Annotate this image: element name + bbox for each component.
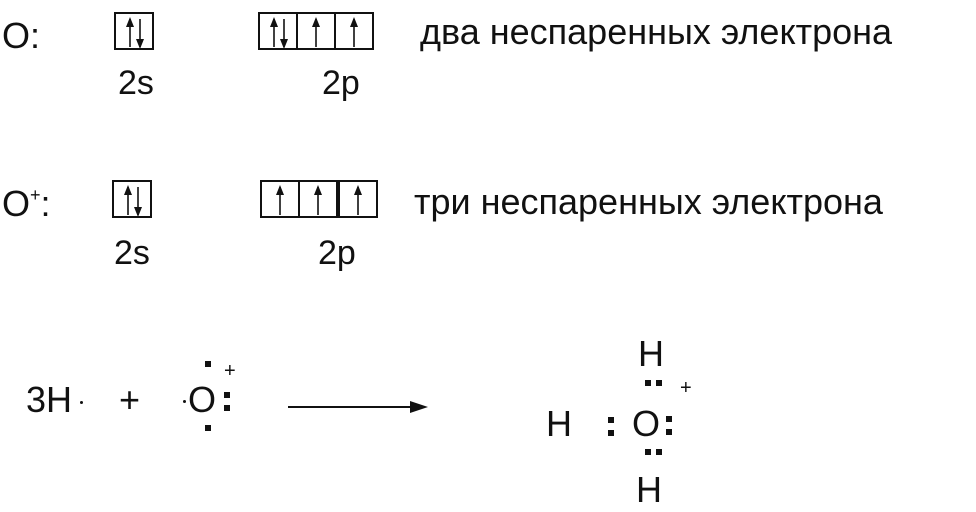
electron-pair-right-lower xyxy=(224,405,230,411)
species-o-label: O: xyxy=(2,15,41,56)
orbital-2p-box-2 xyxy=(298,180,338,218)
lone-pair-right-upper xyxy=(666,416,672,422)
reactant-3h: 3H xyxy=(26,379,73,420)
label-2s: 2s xyxy=(118,64,154,102)
bond-dot-left-lower xyxy=(608,430,614,436)
label-2p: 2p xyxy=(322,64,360,102)
label-2s: 2s xyxy=(114,234,150,272)
orbital-2s-box xyxy=(112,180,152,218)
up-arrow-icon xyxy=(312,17,320,47)
bond-dot-top-right xyxy=(656,380,662,386)
lone-pair-right-lower xyxy=(666,429,672,435)
species-o-plus-label: O+: xyxy=(2,183,51,224)
electron-dot-top xyxy=(205,361,211,367)
orbital-2p-box-1 xyxy=(260,180,300,218)
up-arrow-icon xyxy=(350,17,358,47)
oxygen-charge: + xyxy=(224,360,236,382)
updown-arrows-icon xyxy=(126,17,144,49)
updown-arrows-icon xyxy=(124,185,142,217)
orbital-2s-box xyxy=(114,12,154,50)
note-two-unpaired: два неспаренных электрона xyxy=(420,11,893,52)
product-h-top: H xyxy=(638,333,664,374)
reactant-oxygen: O xyxy=(188,379,217,420)
bond-dot-bottom-right xyxy=(656,449,662,455)
product-charge: + xyxy=(680,377,692,399)
label-2p: 2p xyxy=(318,234,356,272)
orbital-2p-box-3 xyxy=(338,180,378,218)
up-arrow-icon xyxy=(314,185,322,215)
product-h-bottom: H xyxy=(636,469,662,510)
bond-dot-left-upper xyxy=(608,417,614,423)
product-h-left: H xyxy=(546,403,572,444)
note-three-unpaired: три неспаренных электрона xyxy=(414,181,883,222)
orbital-2p-box-3 xyxy=(334,12,374,50)
bond-dot-bottom-left xyxy=(645,449,651,455)
radical-dot-o xyxy=(183,400,186,403)
up-arrow-icon xyxy=(354,185,362,215)
electron-dot-bottom xyxy=(205,425,211,431)
orbital-2p-box-2 xyxy=(296,12,336,50)
plus-sign: + xyxy=(119,379,141,420)
product-oxygen: O xyxy=(632,403,661,444)
orbital-2p-box-1 xyxy=(258,12,298,50)
radical-dot-h xyxy=(80,401,83,404)
updown-arrows-icon xyxy=(270,17,288,49)
up-arrow-icon xyxy=(276,185,284,215)
bond-dot-top-left xyxy=(645,380,651,386)
reaction-arrow-icon xyxy=(288,401,428,413)
electron-pair-right-upper xyxy=(224,392,230,398)
